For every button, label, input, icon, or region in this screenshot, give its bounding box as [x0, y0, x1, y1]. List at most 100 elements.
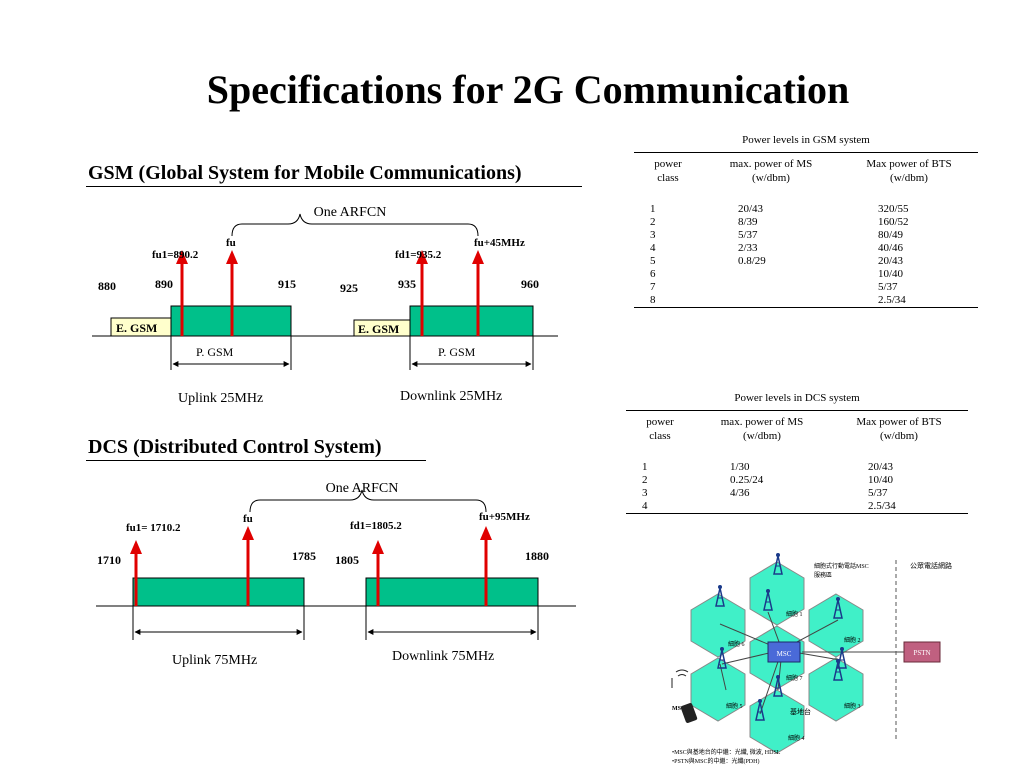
gsm-uplink-pgsm-label: P. GSM	[196, 345, 234, 359]
bts-power-cell: 10/40	[878, 268, 904, 280]
power-class-cell: 2	[650, 216, 656, 228]
ms-label: MS	[672, 706, 682, 712]
dcs-downlink-band	[365, 577, 539, 607]
gsm-downlink-start-label: 925	[340, 281, 358, 295]
slide-title: Specifications for 2G Communication	[206, 67, 850, 112]
network-note-1: •MSC與基地台的中繼：光纖, 微波, HDSL	[672, 748, 781, 756]
cell-label-4: 細胞 4	[788, 734, 805, 742]
ms-power-cell: 0.25/24	[730, 474, 764, 486]
gsm-uplink-fu-label: fu	[226, 237, 236, 249]
table-row: 2 0.25/24 10/40	[626, 474, 968, 487]
dcs-uplink-carrier-label: fu1= 1710.2	[126, 522, 181, 534]
gsm-downlink-pgsm-label: P. GSM	[438, 345, 476, 359]
power-class-cell: 3	[650, 229, 656, 241]
ms-power-cell	[702, 281, 840, 294]
gsm-downlink-band-label: Downlink 25MHz	[400, 389, 502, 404]
bts-power-cell: 5/37	[878, 281, 898, 293]
network-note-2: •PSTN與MSC的中繼：光纖(PDH)	[672, 757, 759, 765]
gsm-section-heading: GSM (Global System for Mobile Communicat…	[88, 162, 522, 184]
msc-label: MSC	[777, 650, 792, 658]
cell-label-1: 細胞 1	[786, 610, 803, 618]
ms-power-cell: 20/43	[738, 203, 764, 215]
msc-caption-line-2: 服務區	[814, 571, 832, 579]
bts-power-cell: 10/40	[868, 474, 894, 486]
dcs-band-diagram: One ARFCN 1710 1785 fu1= 1710.2 fu Uplin…	[96, 481, 576, 668]
ms-power-cell: 4/36	[730, 487, 750, 499]
power-class-cell: 1	[650, 203, 656, 215]
gsm-downlink-fu-label: fu+45MHz	[474, 237, 525, 249]
msc-caption-line-1: 細胞式行動電話MSC	[814, 562, 869, 570]
gsm-downlink-carrier-label: fd1=935.2	[395, 249, 442, 261]
gsm-power-table-caption: Power levels in GSM system	[742, 134, 870, 146]
ms-power-cell	[694, 500, 830, 514]
mobile-station-icon	[671, 669, 698, 723]
gsm-heading-underline	[86, 186, 582, 187]
gsm-uplink-end-label: 915	[278, 277, 296, 291]
gsm-uplink-band-label: Uplink 25MHz	[178, 391, 263, 406]
cell-label-2: 細胞 2	[844, 636, 861, 644]
gsm-uplink-egsm-label: E. GSM	[116, 321, 157, 335]
bts-label: 基地台	[790, 707, 811, 716]
header-ms-power: max. power of MS(w/dbm)	[729, 158, 813, 184]
dcs-arfcn-label: One ARFCN	[326, 481, 399, 496]
gsm-arfcn-brace	[231, 213, 479, 237]
cell-label-3: 細胞 3	[844, 702, 861, 710]
power-class-cell: 1	[642, 461, 648, 473]
gsm-uplink-carrier-label: fu1=890.2	[152, 249, 199, 261]
gsm-uplink-start-label: 880	[98, 279, 116, 293]
ms-power-cell	[702, 268, 840, 281]
dcs-section-heading: DCS (Distributed Control System)	[88, 436, 382, 458]
power-class-cell: 2	[642, 474, 648, 486]
power-class-cell: 8	[650, 294, 656, 306]
gsm-uplink-pgsm-start-label: 890	[155, 277, 173, 291]
dcs-uplink-start-label: 1710	[97, 553, 121, 567]
power-class-cell: 3	[642, 487, 648, 499]
bts-power-cell: 2.5/34	[868, 500, 896, 512]
bts-power-cell: 40/46	[878, 242, 904, 254]
dcs-uplink-band-label: Uplink 75MHz	[172, 653, 257, 668]
cellular-network-diagram: MSC PSTN 細胞 1 細胞 2 細胞 3 細胞 4 細胞 5 細胞 6 細…	[671, 552, 952, 765]
dcs-downlink-start-label: 1805	[335, 553, 359, 567]
power-class-cell: 5	[650, 255, 656, 267]
header-bts-power: Max power of BTS(w/dbm)	[856, 416, 942, 442]
dcs-power-table-caption: Power levels in DCS system	[734, 392, 860, 404]
dcs-downlink-band-label: Downlink 75MHz	[392, 649, 494, 664]
pstn-label: PSTN	[913, 649, 930, 657]
dcs-arfcn-brace	[249, 489, 487, 513]
dcs-uplink-fu-label: fu	[243, 513, 253, 525]
ms-power-cell: 8/39	[738, 216, 758, 228]
header-ms-power: max. power of MS(w/dbm)	[720, 416, 804, 442]
ms-power-cell	[702, 294, 840, 308]
cell-label-6: 細胞 6	[728, 640, 745, 648]
ms-power-cell: 0.8/29	[738, 255, 766, 267]
bts-power-cell: 80/49	[878, 229, 904, 241]
cell-label-7: 細胞 7	[786, 674, 803, 682]
power-class-cell: 6	[650, 268, 656, 280]
dcs-uplink-band	[132, 577, 305, 607]
dcs-downlink-fu-label: fu+95MHz	[479, 511, 530, 523]
dcs-downlink-carrier-label: fd1=1805.2	[350, 520, 402, 532]
power-class-cell: 7	[650, 281, 656, 293]
gsm-downlink-pgsm-band	[409, 305, 534, 337]
table-row: 7 5/37	[634, 281, 978, 294]
table-row: 2 8/39 160/52	[634, 216, 978, 229]
dcs-uplink-end-label: 1785	[292, 549, 316, 563]
table-row: 6 10/40	[634, 268, 978, 281]
bts-power-cell: 160/52	[878, 216, 909, 228]
pstn-caption: 公眾電話網路	[910, 561, 952, 570]
gsm-downlink-egsm-label: E. GSM	[358, 322, 399, 336]
header-bts-power: Max power of BTS(w/dbm)	[866, 158, 952, 184]
cell-6	[690, 593, 746, 658]
